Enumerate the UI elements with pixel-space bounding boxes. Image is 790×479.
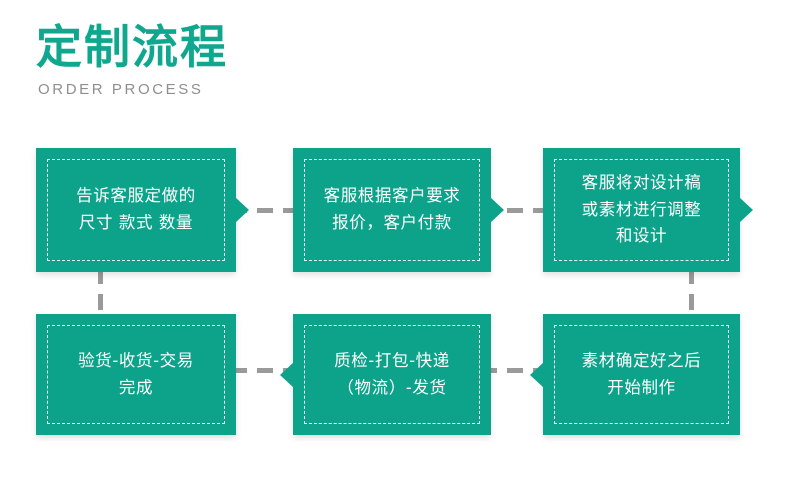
flow-step-5[interactable]: 质检-打包-快递 （物流）-发货	[280, 314, 491, 435]
flow-step-1[interactable]: 告诉客服定做的 尺寸 款式 数量	[36, 148, 249, 272]
arrow-left-icon	[530, 361, 544, 388]
connector-step1-step2	[231, 208, 301, 213]
flow-step-3[interactable]: 客服将对设计稿 或素材进行调整 和设计	[543, 148, 753, 272]
connector-step5-step6	[231, 368, 301, 373]
arrow-left-icon	[280, 361, 294, 388]
flow-step-2-label: 客服根据客户要求 报价，客户付款	[323, 186, 461, 232]
arrow-right-icon	[739, 197, 753, 223]
page-subtitle: ORDER PROCESS	[38, 80, 204, 98]
connector-step6-step1	[98, 268, 103, 320]
connector-step4-step5	[481, 368, 551, 373]
flow-step-6[interactable]: 验货-收货-交易 完成	[36, 314, 236, 435]
header: 定制流程 ORDER PROCESS	[36, 22, 228, 98]
flow-step-5-label: 质检-打包-快递 （物流）-发货	[334, 350, 450, 397]
flow-step-3-label: 客服将对设计稿 或素材进行调整 和设计	[581, 172, 702, 246]
flow-step-2[interactable]: 客服根据客户要求 报价，客户付款	[293, 148, 504, 272]
connector-step2-step3	[481, 208, 551, 213]
page-title: 定制流程	[36, 20, 228, 74]
arrow-right-icon	[235, 197, 249, 223]
flow-step-6-label: 验货-收货-交易 完成	[78, 350, 194, 397]
flow-step-4[interactable]: 素材确定好之后 开始制作	[530, 314, 740, 435]
connector-step3-step4	[689, 268, 694, 320]
arrow-right-icon	[490, 197, 504, 223]
flow-step-4-label: 素材确定好之后 开始制作	[581, 350, 702, 397]
flow-step-1-label: 告诉客服定做的 尺寸 款式 数量	[76, 186, 196, 232]
